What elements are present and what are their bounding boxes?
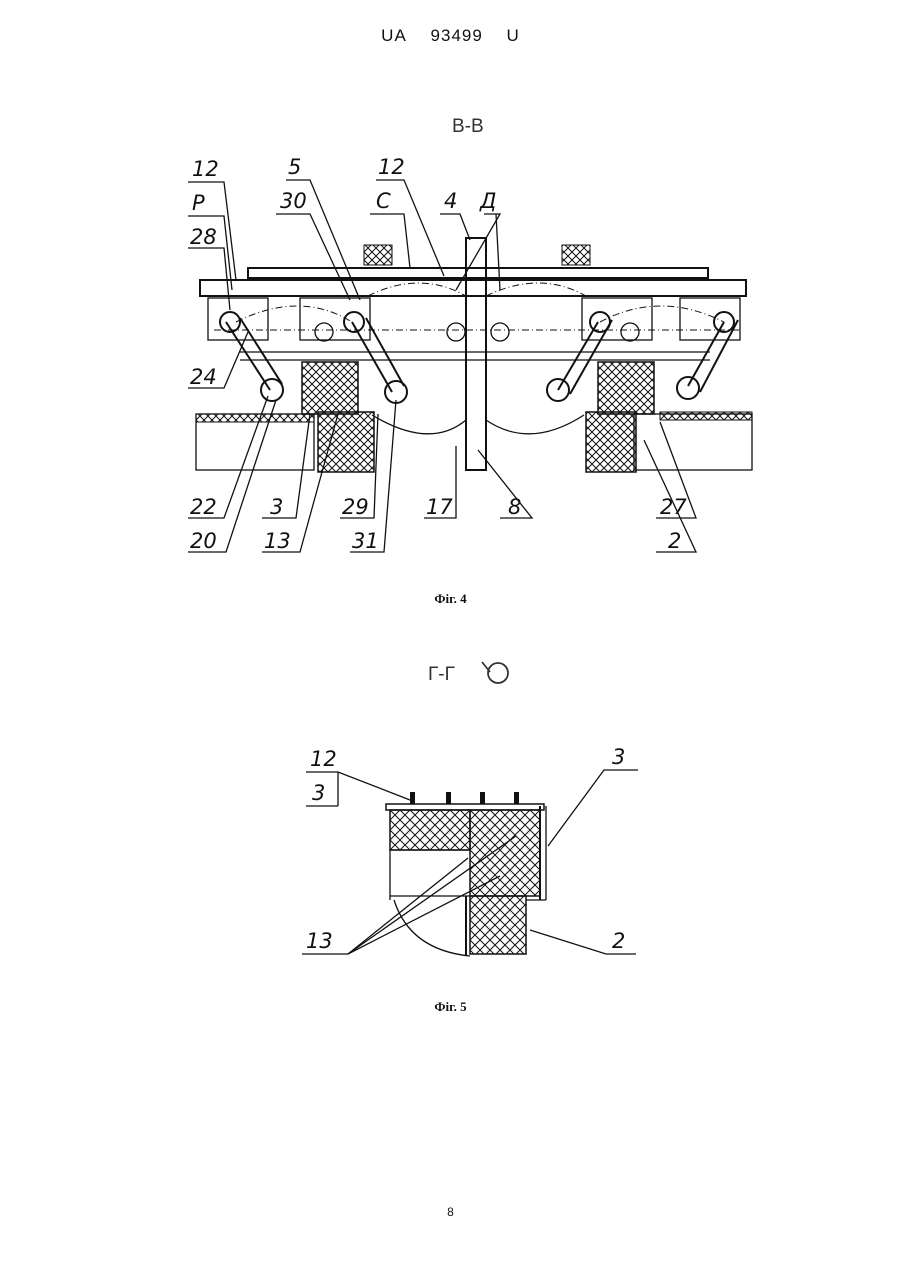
fig5-label-3a: 3: [312, 781, 325, 805]
fig5-caption: Фіг. 5: [0, 999, 901, 1015]
fig4-label-24: 24: [190, 365, 217, 389]
fig4-section-label: В-В: [452, 116, 484, 138]
fig4-label-P: P: [192, 191, 205, 215]
header-kind: U: [507, 26, 520, 45]
fig4-label-17: 17: [426, 495, 453, 519]
fig4-label-12a: 12: [192, 157, 219, 181]
fig4-label-20: 20: [190, 529, 217, 553]
header-number: 93499: [431, 26, 483, 45]
fig4-label-3: 3: [270, 495, 283, 519]
fig5-section-label: Г-Г: [428, 664, 455, 686]
fig4-label-2: 2: [668, 529, 681, 553]
fig4-label-27: 27: [660, 495, 687, 519]
fig4-label-30: 30: [280, 189, 307, 213]
fig4-label-29: 29: [342, 495, 369, 519]
fig4-label-8: 8: [508, 495, 521, 519]
fig4-label-4: 4: [444, 189, 457, 213]
fig5-label-3b: 3: [612, 745, 625, 769]
fig4-label-C: С: [376, 189, 391, 213]
page-number: 8: [0, 1205, 901, 1219]
fig5-drawing: 12 3 3 13 2: [0, 740, 901, 970]
fig4-label-22: 22: [190, 495, 217, 519]
fig4-label-31: 31: [352, 529, 379, 553]
fig4-caption: Фіг. 4: [0, 591, 901, 607]
fig4-label-D: Д: [479, 189, 496, 213]
fig4-label-28: 28: [190, 225, 217, 249]
fig4-label-13: 13: [264, 529, 291, 553]
header-country: UA: [381, 26, 407, 45]
fig4-drawing: 12 P 28 5 30 12 С 4 Д 24 22 20 3 13 29 3…: [0, 150, 901, 570]
patent-header: UA 93499 U: [0, 26, 901, 46]
fig5-label-12: 12: [310, 747, 337, 771]
fig5-label-13: 13: [306, 929, 333, 953]
fig4-label-5: 5: [288, 155, 301, 179]
fig5-view-symbol-icon: [476, 656, 516, 690]
fig4-label-12b: 12: [378, 155, 405, 179]
fig5-label-2: 2: [612, 929, 625, 953]
